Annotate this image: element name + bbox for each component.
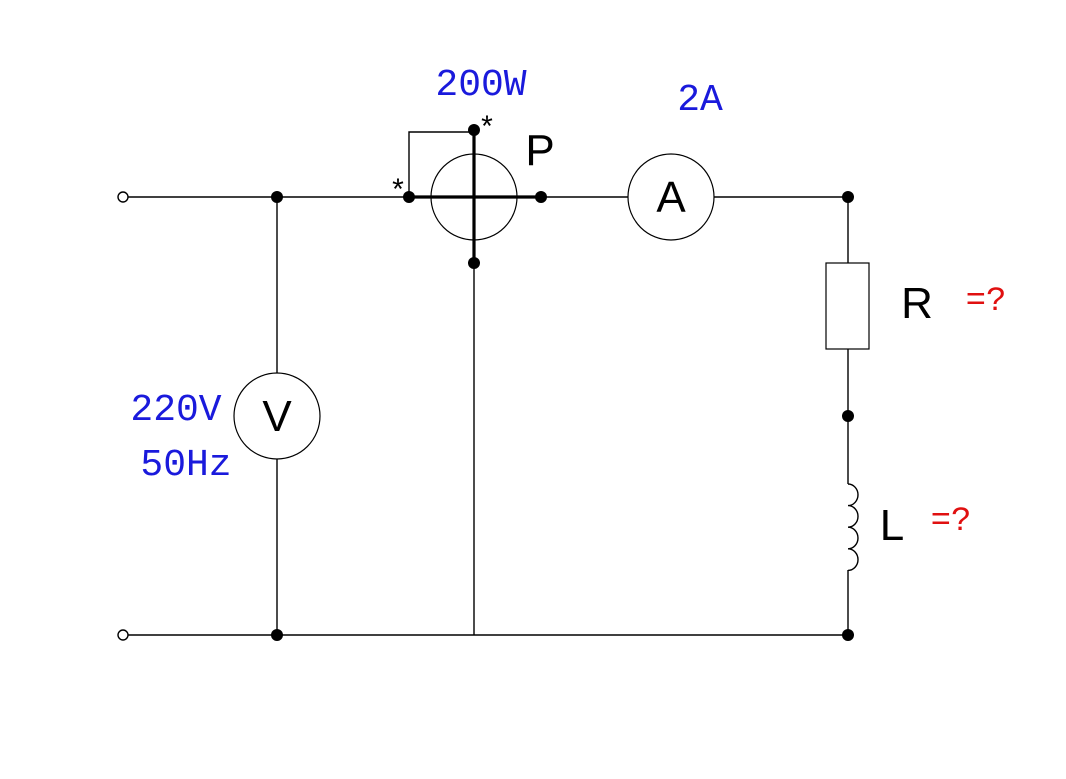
inductor-unknown: =? [931, 503, 972, 541]
junction-node [842, 410, 854, 422]
ammeter-reading: 2A [677, 79, 723, 122]
junction-node [535, 191, 547, 203]
input-terminal-bottom [117, 629, 129, 641]
source-voltage: 220V [130, 389, 221, 432]
resistor-symbol: R [901, 279, 933, 328]
resistor [825, 262, 870, 350]
junction-node [842, 191, 854, 203]
polarity-mark-voltage: * [481, 110, 493, 143]
source-frequency: 50Hz [140, 444, 231, 487]
junction-node [271, 191, 283, 203]
input-terminal-top [117, 191, 129, 203]
junction-node [842, 629, 854, 641]
junction-node [468, 257, 480, 269]
inductor-symbol: L [880, 501, 904, 550]
ammeter-symbol: A [656, 173, 686, 222]
wattmeter-symbol: P [525, 126, 554, 175]
junction-node [468, 124, 480, 136]
wattmeter-reading: 200W [435, 64, 526, 107]
voltmeter [233, 372, 321, 460]
junction-node [271, 629, 283, 641]
junction-node [403, 191, 415, 203]
voltmeter-symbol: V [262, 392, 292, 441]
inductor [847, 483, 859, 572]
polarity-mark-current: * [392, 173, 404, 206]
wattmeter-jumper [408, 131, 474, 197]
ammeter [627, 153, 715, 241]
resistor-unknown: =? [966, 283, 1007, 321]
